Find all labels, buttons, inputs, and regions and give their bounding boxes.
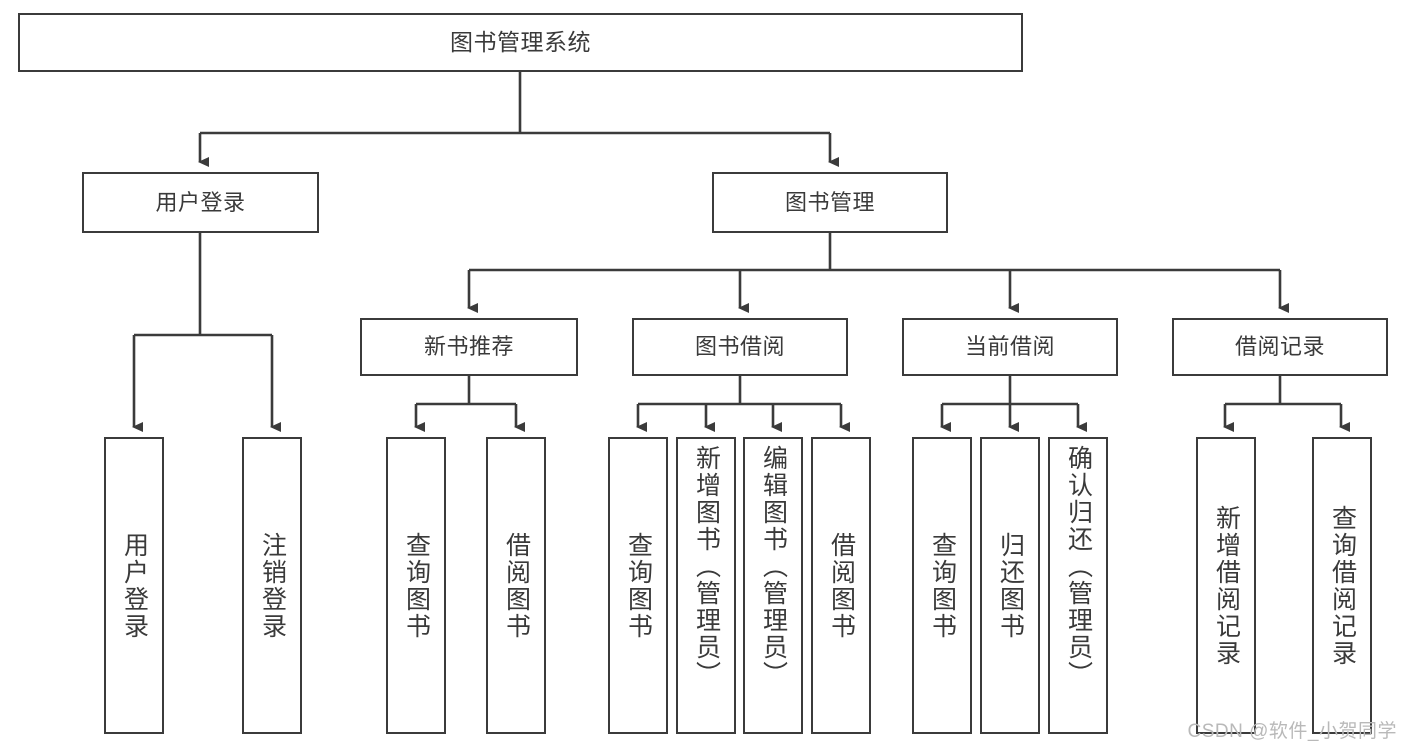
node-label: 查询图书 <box>402 531 431 640</box>
node-user-login[interactable]: 用户登录 <box>82 172 319 233</box>
node-label: 新书推荐 <box>423 334 514 359</box>
node-label: 新增图书（管理员） <box>692 445 721 688</box>
node-label: 借阅图书 <box>502 531 531 640</box>
node-label: 图书管理 <box>784 189 875 215</box>
node-label: 查询借阅记录 <box>1328 504 1357 667</box>
watermark: CSDN @软件_小贺同学 <box>1187 721 1397 742</box>
leaf-book-borrow-query[interactable]: 查询图书 <box>608 437 668 734</box>
node-label: 注销登录 <box>258 531 287 640</box>
node-book-borrow[interactable]: 图书借阅 <box>632 318 848 376</box>
node-new-book-recommend[interactable]: 新书推荐 <box>360 318 578 376</box>
leaf-user-login-logout[interactable]: 注销登录 <box>242 437 302 734</box>
leaf-new-book-query[interactable]: 查询图书 <box>386 437 446 734</box>
node-root-system[interactable]: 图书管理系统 <box>18 13 1023 72</box>
node-label: 用户登录 <box>155 189 246 215</box>
leaf-book-borrow-add[interactable]: 新增图书（管理员） <box>676 437 736 734</box>
leaf-borrow-record-add[interactable]: 新增借阅记录 <box>1196 437 1256 734</box>
node-label: 确认归还（管理员） <box>1064 445 1093 688</box>
node-label: 查询图书 <box>928 531 957 640</box>
node-label: 新增借阅记录 <box>1212 504 1241 667</box>
node-current-borrow[interactable]: 当前借阅 <box>902 318 1118 376</box>
leaf-borrow-record-query[interactable]: 查询借阅记录 <box>1312 437 1372 734</box>
node-label: 图书借阅 <box>694 334 785 359</box>
leaf-book-borrow-borrow[interactable]: 借阅图书 <box>811 437 871 734</box>
node-label: 当前借阅 <box>964 334 1055 359</box>
node-label: 归还图书 <box>996 531 1025 640</box>
leaf-new-book-borrow[interactable]: 借阅图书 <box>486 437 546 734</box>
node-label: 编辑图书（管理员） <box>759 445 788 688</box>
node-borrow-record[interactable]: 借阅记录 <box>1172 318 1388 376</box>
leaf-user-login-login[interactable]: 用户登录 <box>104 437 164 734</box>
leaf-current-borrow-confirm-return[interactable]: 确认归还（管理员） <box>1048 437 1108 734</box>
node-label: 借阅记录 <box>1234 334 1325 359</box>
leaf-current-borrow-return[interactable]: 归还图书 <box>980 437 1040 734</box>
node-book-management[interactable]: 图书管理 <box>712 172 948 233</box>
leaf-current-borrow-query[interactable]: 查询图书 <box>912 437 972 734</box>
leaf-book-borrow-edit[interactable]: 编辑图书（管理员） <box>743 437 803 734</box>
node-label: 查询图书 <box>624 531 653 640</box>
node-label: 用户登录 <box>120 531 149 640</box>
node-label: 图书管理系统 <box>450 29 591 55</box>
node-label: 借阅图书 <box>827 531 856 640</box>
